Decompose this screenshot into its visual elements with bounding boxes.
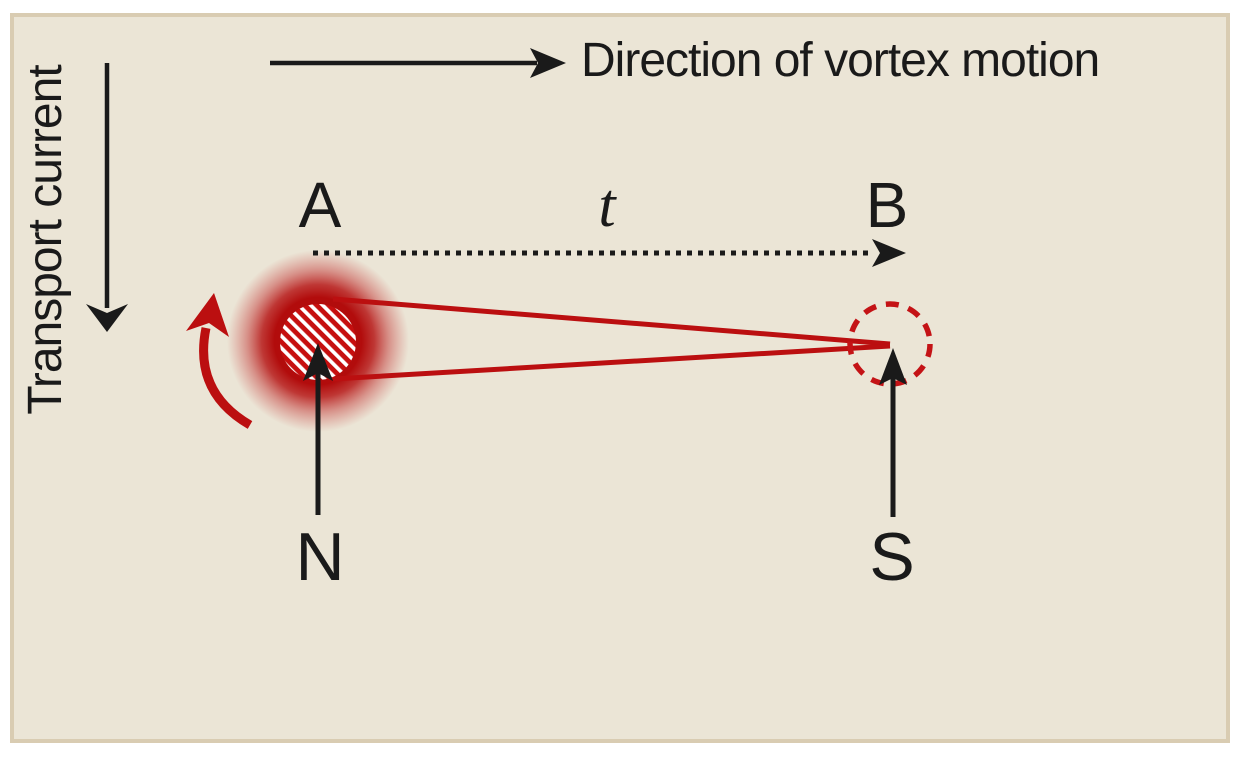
flux-line-lower — [332, 343, 891, 382]
caption-direction-of-vortex-motion: Direction of vortex motion — [581, 34, 1100, 87]
north-pole-arrow — [303, 343, 333, 515]
elapsed-time-label: t — [598, 172, 616, 240]
transport-current-arrow — [86, 63, 128, 332]
vortex-outline-dashed — [847, 301, 933, 387]
path-a-to-b-arrow — [313, 239, 906, 267]
vortex-rotation-arrow — [186, 293, 253, 429]
caption-transport-current: Transport current — [19, 65, 72, 415]
point-b-label: B — [865, 169, 909, 241]
flux-line-upper — [332, 296, 891, 347]
figure-panel — [10, 13, 1230, 743]
point-a-label: A — [298, 169, 342, 241]
vortex-core-hatched — [280, 304, 356, 380]
north-pole-label: N — [295, 519, 345, 595]
south-pole-label: S — [869, 519, 915, 595]
vortex-motion-arrow — [270, 48, 566, 78]
south-pole-arrow — [879, 348, 907, 517]
